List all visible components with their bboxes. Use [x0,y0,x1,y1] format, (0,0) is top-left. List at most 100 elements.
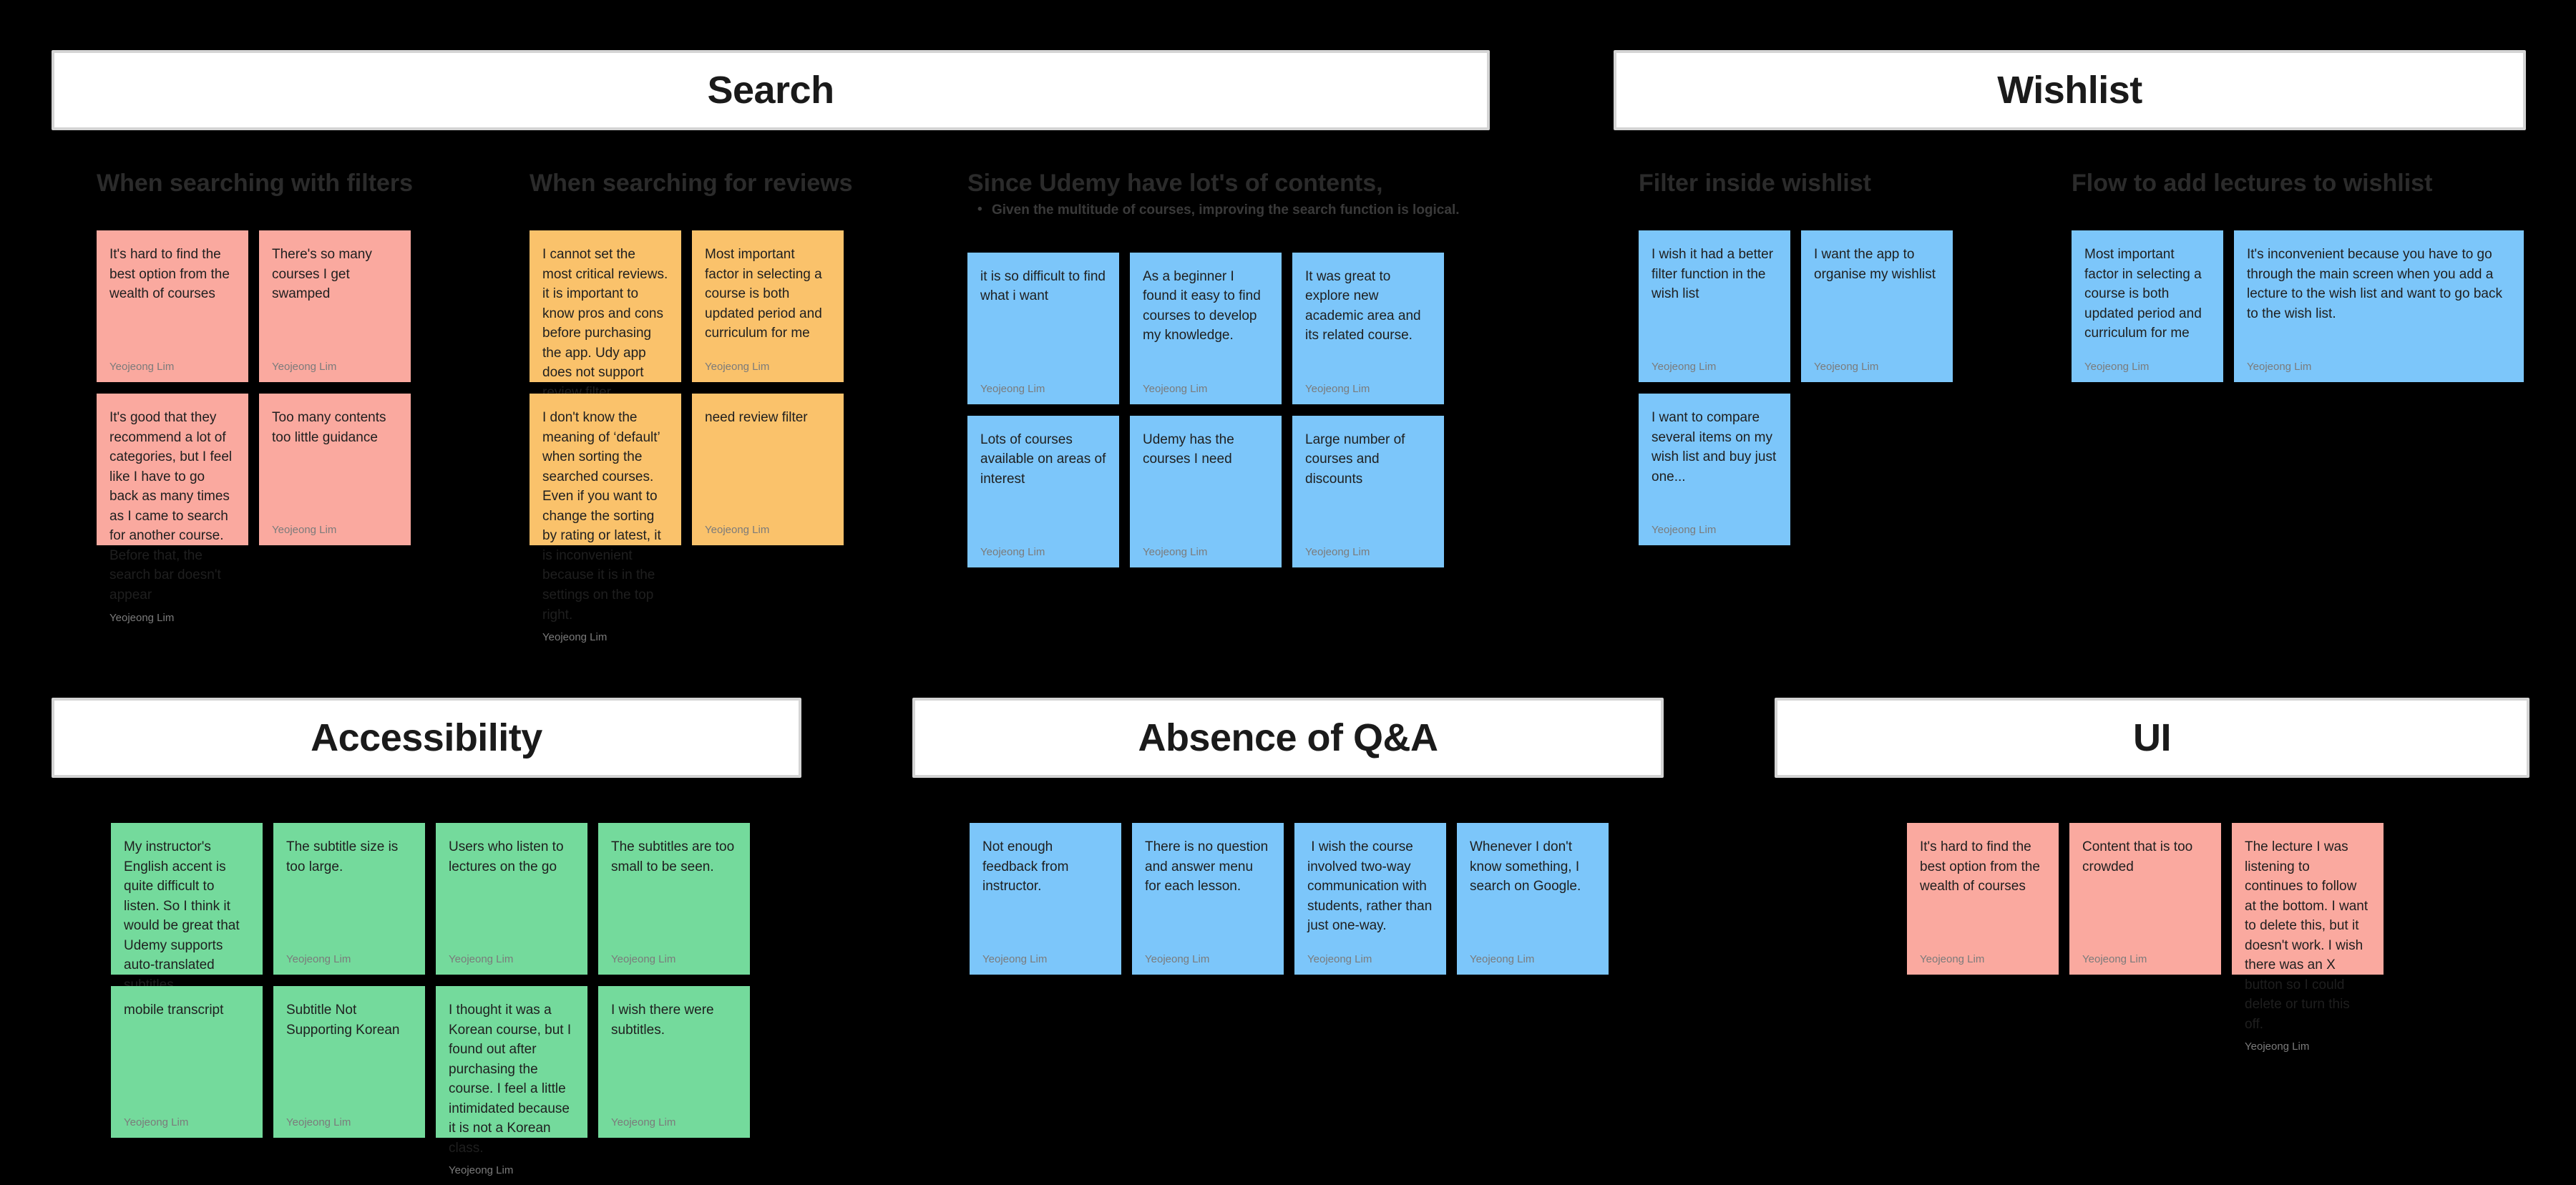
sticky-note-author: Yeojeong Lim [1143,545,1208,558]
sticky-note-text: Most important factor in selecting a cou… [705,247,826,341]
sticky-note-author: Yeojeong Lim [982,953,1048,965]
sticky-note-author: Yeojeong Lim [980,382,1045,395]
sticky-note[interactable]: I wish it had a better filter function i… [1639,230,1790,383]
sticky-note-author: Yeojeong Lim [1305,382,1370,395]
sticky-note[interactable]: The lecture I was listening to continues… [2232,823,2384,1052]
sticky-note-author: Yeojeong Lim [2245,1040,2310,1053]
sticky-note-author: Yeojeong Lim [124,1116,189,1128]
sticky-note[interactable]: I don't know the meaning of ‘default’ wh… [530,394,681,643]
sticky-note[interactable]: I cannot set the most critical reviews. … [530,230,681,420]
sticky-note[interactable]: My instructor's English accent is quite … [111,823,263,1013]
sticky-note[interactable]: Lots of courses available on areas of in… [967,415,1119,567]
sticky-note-text: Not enough feedback from instructor. [982,839,1073,894]
sticky-note[interactable]: Whenever I don't know something, I searc… [1457,823,1609,975]
sticky-note[interactable]: It was great to explore new academic are… [1292,252,1444,404]
sticky-note[interactable]: It's good that they recommend a lot of c… [97,394,248,623]
sticky-note-author: Yeojeong Lim [1143,382,1208,395]
sticky-note-text: mobile transcript [124,1003,224,1018]
sticky-note[interactable]: I wish the course involved two-way commu… [1294,823,1446,975]
sticky-note[interactable]: There is no question and answer menu for… [1132,823,1284,975]
sticky-note[interactable]: The subtitle size is too large. Yeojeong … [273,823,425,975]
sticky-note-text: It's inconvenient because you have to go… [2247,247,2507,321]
sticky-note-author: Yeojeong Lim [1145,953,1210,965]
sticky-note-text: Too many contents too little guidance [272,410,390,445]
sticky-note-author: Yeojeong Lim [1470,953,1535,965]
sticky-note-text: Udemy has the courses I need [1143,431,1239,467]
sticky-note-grid: I cannot set the most critical reviews. … [530,230,987,643]
section-header-accessibility[interactable]: Accessibility [52,698,801,778]
sticky-note-text: There is no question and answer menu for… [1145,839,1272,894]
sticky-note-author: Yeojeong Lim [1305,545,1370,558]
note-group-ui-notes: It's hard to find the best option from t… [1907,823,2408,1052]
section-header-wishlist[interactable]: Wishlist [1614,50,2526,130]
sticky-note-text: I cannot set the most critical reviews. … [542,247,672,400]
group-title: When searching with filters [97,170,414,197]
note-group-absence-qa-notes: Not enough feedback from instructor. Yeoj… [970,823,1628,986]
section-title: Search [707,69,834,112]
sticky-note[interactable]: As a beginner I found it easy to find co… [1130,252,1282,404]
sticky-note-text: Most important factor in selecting a cou… [2084,247,2206,341]
section-title: Wishlist [1997,69,2142,112]
sticky-note[interactable]: The subtitles are too small to be seen.Y… [598,823,750,975]
sticky-note[interactable]: It's hard to find the best option from t… [1907,823,2059,975]
sticky-note-author: Yeojeong Lim [272,524,337,537]
sticky-note-text: Large number of courses and discounts [1305,431,1409,487]
sticky-note-text: Lots of courses available on areas of in… [980,431,1110,487]
sticky-note-author: Yeojeong Lim [705,361,770,374]
sticky-note-author: Yeojeong Lim [286,953,351,965]
sticky-note-author: Yeojeong Lim [1307,953,1372,965]
sticky-note-text: The lecture I was listening to continues… [2245,839,2372,1032]
sticky-note-text: It's good that they recommend a lot of c… [109,410,236,603]
sticky-note[interactable]: It's hard to find the best option from t… [97,230,248,383]
group-bullet-list: Given the multitude of courses, improvin… [967,201,1468,220]
sticky-note-text: There's so many courses I get swamped [272,247,376,302]
sticky-note-author: Yeojeong Lim [449,1164,514,1177]
sticky-note[interactable]: Most important factor in selecting a cou… [2072,230,2223,383]
sticky-note-author: Yeojeong Lim [980,545,1045,558]
sticky-note-text: The subtitle size is too large. [286,839,402,874]
sticky-note-author: Yeojeong Lim [2247,361,2312,374]
sticky-note-text: I thought it was a Korean course, but I … [449,1003,575,1156]
section-header-ui[interactable]: UI [1775,698,2529,778]
section-title: Accessibility [311,716,542,759]
sticky-note-text: As a beginner I found it easy to find co… [1143,268,1265,343]
sticky-note[interactable]: Most important factor in selecting a cou… [692,230,844,383]
sticky-note-author: Yeojeong Lim [272,361,337,374]
sticky-note-text: Whenever I don't know something, I searc… [1470,839,1584,894]
sticky-note-author: Yeojeong Lim [109,361,175,374]
sticky-note-author: Yeojeong Lim [1652,524,1717,537]
sticky-note-author: Yeojeong Lim [1920,953,1985,965]
group-title: Flow to add lectures to wishlist [2072,170,2433,197]
section-header-search[interactable]: Search [52,50,1490,130]
sticky-note-text: I want the app to organise my wishlist [1814,247,1936,282]
sticky-note[interactable]: Not enough feedback from instructor. Yeoj… [970,823,1121,975]
sticky-note-text: I wish the course involved two-way commu… [1307,839,1436,934]
section-header-absence-of-qa[interactable]: Absence of Q&A [912,698,1664,778]
sticky-note-text: The subtitles are too small to be seen. [611,839,738,874]
sticky-note-author: Yeojeong Lim [109,611,175,624]
sticky-note[interactable]: I thought it was a Korean course, but I … [436,986,587,1176]
sticky-note[interactable]: It's inconvenient because you have to go… [2234,230,2524,383]
sticky-note[interactable]: I want to compare several items on my wi… [1639,394,1790,546]
section-title: UI [2133,716,2172,759]
sticky-note-text: Users who listen to lectures on the go [449,839,567,874]
sticky-note[interactable]: I wish there were subtitles.Yeojeong Lim [598,986,750,1138]
group-title: Since Udemy have lot's of contents, [967,170,1383,197]
sticky-note-author: Yeojeong Lim [2084,361,2150,374]
group-title: Filter inside wishlist [1639,170,1871,197]
